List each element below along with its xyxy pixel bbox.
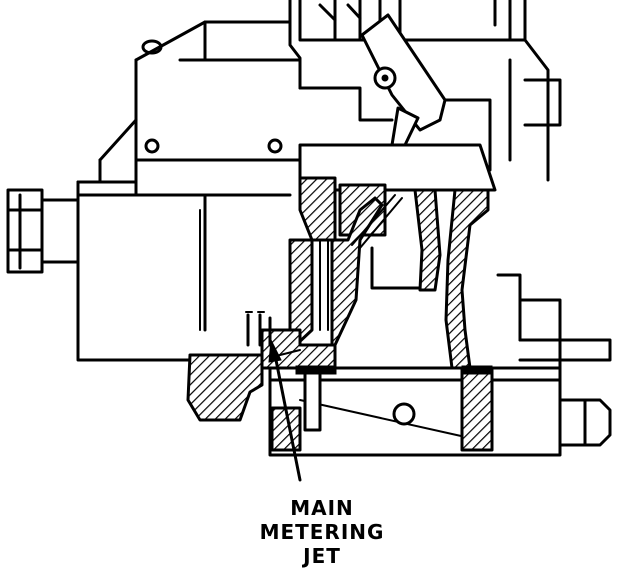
fuel-bowl: [76, 118, 292, 362]
label-line-metering: METERING: [259, 520, 385, 544]
throttle-body: [186, 273, 612, 457]
carburetor-cross-section: [245, 143, 497, 432]
fuel-inlet-fitting: [6, 188, 80, 274]
choke-linkage: [288, 0, 562, 182]
leader-line: [268, 338, 302, 482]
label-line-main: MAIN: [290, 496, 354, 520]
label-line-jet: JET: [303, 544, 341, 568]
main-metering-jet-label: MAIN METERING JET: [242, 496, 402, 568]
air-horn-cover: [134, 20, 302, 197]
